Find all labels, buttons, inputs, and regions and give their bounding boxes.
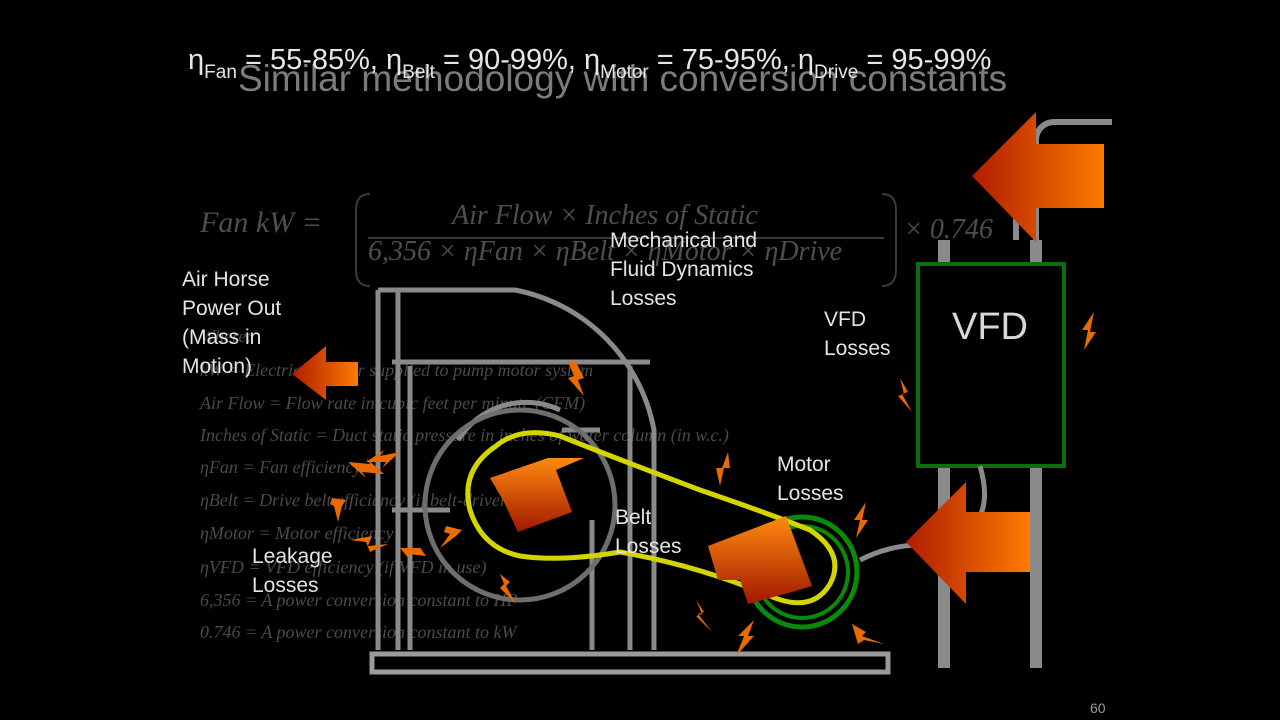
- spark-icon: [696, 600, 712, 632]
- mechanical-fluid-losses-label: Mechanical and Fluid Dynamics Losses: [610, 229, 758, 310]
- spark-icon: [440, 526, 462, 548]
- eta-value: = 75-95%,: [648, 44, 798, 76]
- eta-symbol: η: [584, 44, 601, 76]
- spark-icon: [366, 450, 400, 468]
- spark-icon: [736, 620, 754, 656]
- air-out-arrow-icon: [292, 346, 358, 400]
- ghost-title: Similar methodology with conversion cons…: [238, 58, 1008, 99]
- spark-icon: [330, 498, 346, 522]
- eta-sub: Drive: [814, 62, 859, 83]
- spark-icon: [348, 458, 384, 478]
- eta-value: = 90-99%,: [434, 44, 585, 76]
- spark-icon: [1082, 312, 1096, 350]
- spark-icon: [500, 574, 516, 604]
- loss-spark-icons: [330, 312, 1096, 656]
- ghost-def-8: 6,356 = A power conversion constant to H…: [200, 590, 518, 610]
- eta-symbol: η: [188, 44, 205, 76]
- large-arrow-icon: [972, 112, 1104, 242]
- ghost-formula: Fan kW =: [200, 206, 322, 240]
- belt-arrow-icon: [490, 458, 584, 532]
- large-arrow-icon: [906, 482, 1030, 604]
- spark-icon: [852, 624, 884, 644]
- ghost-def-7: ηVFD = VFD efficiency (if VFD in use): [200, 557, 487, 577]
- spark-icon: [854, 502, 868, 538]
- spark-icon: [350, 536, 388, 552]
- eta-value: = 55-85%,: [236, 44, 387, 76]
- motor-arrow-icon: [708, 516, 812, 604]
- eta-sub: Belt: [402, 62, 435, 83]
- ghost-def-0: Where:: [200, 326, 253, 346]
- ghost-formula-lhs: Fan kW =: [200, 206, 322, 239]
- vfd-losses-label: VFD Losses: [824, 308, 891, 360]
- ghost-formula-bracket: [355, 193, 897, 287]
- spark-icon: [716, 452, 730, 486]
- eta-value: = 95-99%: [858, 44, 992, 76]
- spark-icon: [400, 542, 426, 560]
- ghost-def-5: ηBelt = Drive belt efficiency (if belt-d…: [200, 490, 515, 510]
- ghost-def-2: Air Flow = Flow rate in cubic feet per m…: [200, 393, 586, 413]
- air-horse-power-label: Air Horse Power Out (Mass in Motion): [182, 268, 282, 378]
- eta-sub: Fan: [204, 62, 237, 83]
- leakage-losses-label: Leakage Losses: [252, 545, 333, 597]
- fan-housing: [369, 287, 891, 675]
- ghost-formula-numerator: Air Flow × Inches of Static: [452, 200, 758, 231]
- ghost-def-9: 0.746 = A power conversion constant to k…: [200, 622, 517, 642]
- ghost-formula-multiplier: × 0.746: [904, 214, 993, 245]
- eta-sub: Motor: [600, 62, 649, 83]
- eta-symbol: η: [797, 44, 815, 76]
- efficiency-ranges: ηFan = 55-85%, ηBelt = 90-99%, ηMotor = …: [188, 44, 991, 84]
- ghost-formula-denominator: 6,356 × ηFan × ηBelt × ηMotor × ηDrive: [368, 236, 843, 267]
- ghost-def-4: ηFan = Fan efficiency: [200, 457, 362, 477]
- spark-icon: [898, 378, 912, 412]
- drive-belt: [465, 430, 838, 606]
- eta-symbol: η: [386, 44, 403, 76]
- belt-losses-label: Belt Losses: [615, 506, 682, 558]
- motor-losses-label: Motor Losses: [777, 453, 844, 505]
- spark-icon: [568, 362, 584, 396]
- page-number: 60: [1090, 700, 1106, 716]
- vfd-box: [916, 262, 1066, 468]
- ghost-def-6: ηMotor = Motor efficiency: [200, 523, 394, 543]
- vfd-box-label: VFD: [952, 306, 1028, 348]
